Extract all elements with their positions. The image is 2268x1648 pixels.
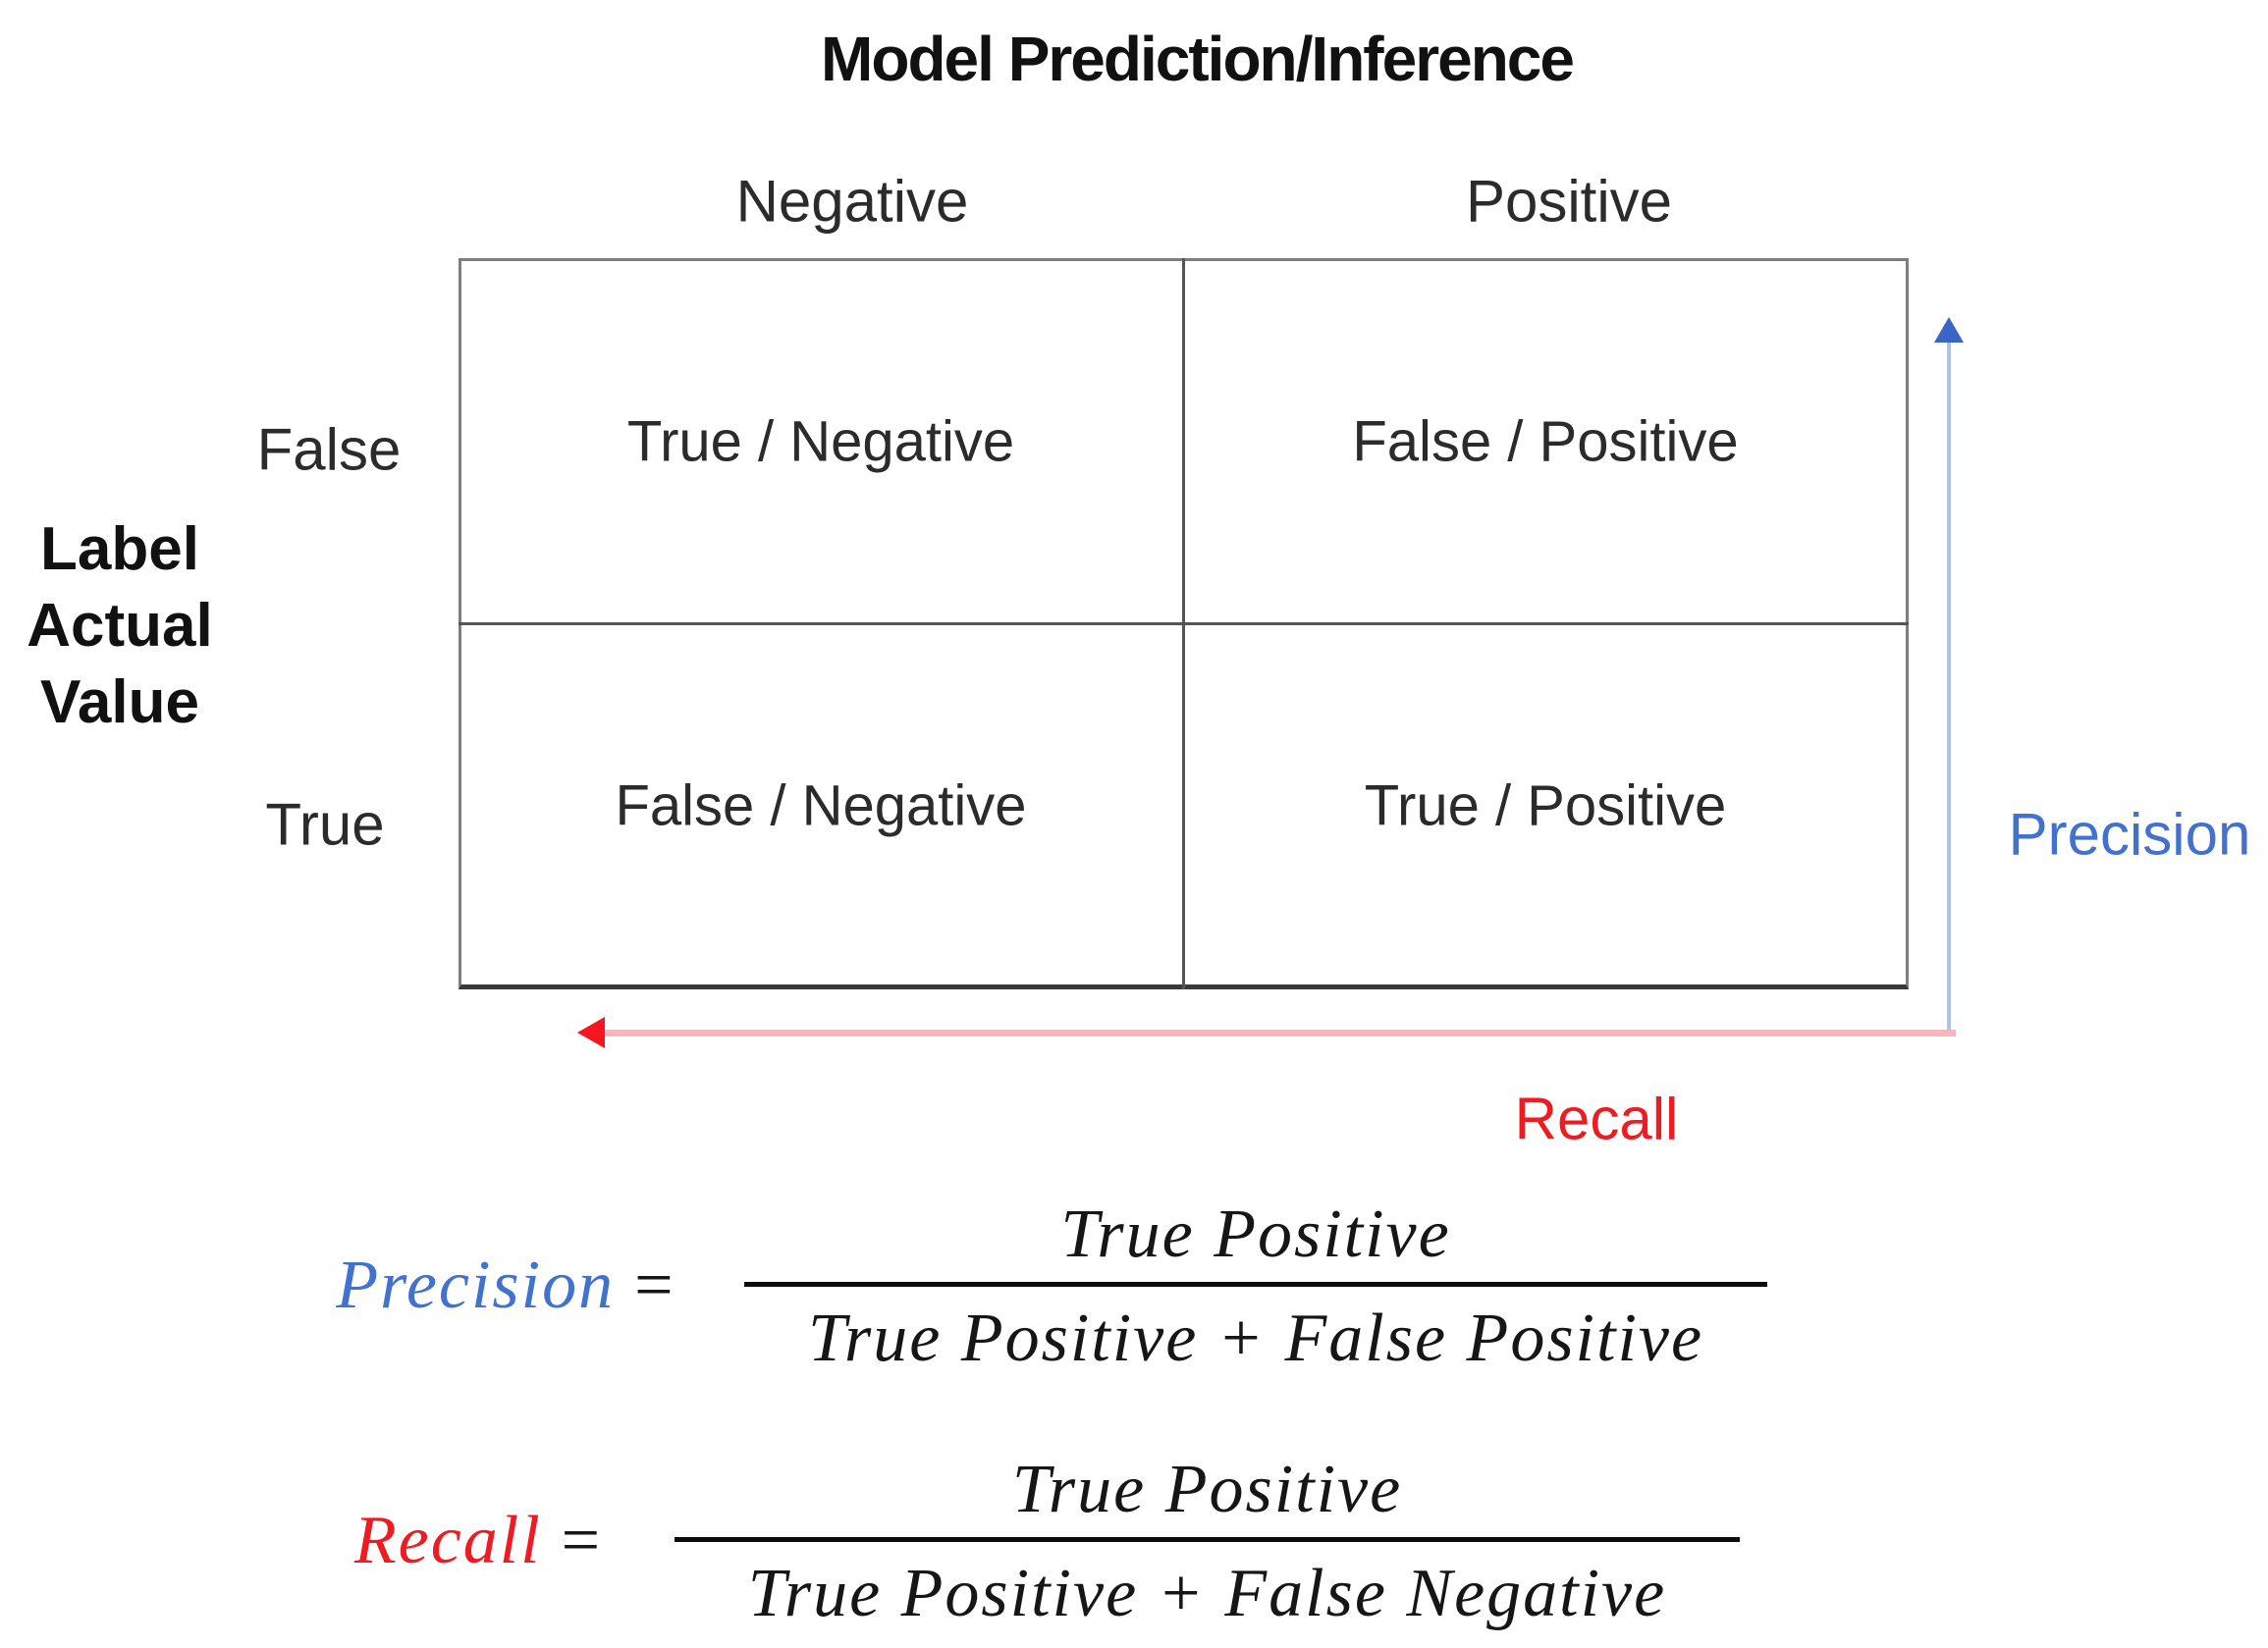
column-header-negative: Negative bbox=[735, 168, 969, 235]
precision-formula-lhs: Precision = bbox=[336, 1247, 675, 1325]
recall-formula-name: Recall bbox=[353, 1503, 542, 1578]
row-header-true: True bbox=[265, 791, 385, 858]
row-axis-title-line-1: Label bbox=[40, 515, 199, 583]
recall-numerator: True Positive bbox=[1011, 1452, 1403, 1527]
cell-false-negative: False / Negative bbox=[615, 773, 1027, 838]
recall-formula-lhs: Recall = bbox=[354, 1502, 602, 1580]
cell-true-negative: True / Negative bbox=[626, 409, 1015, 474]
precision-arrow-label: Precision bbox=[2008, 801, 2251, 868]
recall-arrow-label: Recall bbox=[1514, 1086, 1679, 1152]
column-header-positive: Positive bbox=[1465, 168, 1673, 235]
grid-horizontal-divider bbox=[459, 622, 1909, 625]
cell-true-positive: True / Positive bbox=[1364, 773, 1727, 838]
recall-equals-sign: = bbox=[561, 1503, 603, 1578]
recall-denominator: True Positive + False Negative bbox=[747, 1556, 1667, 1631]
recall-fraction-bar bbox=[675, 1537, 1740, 1542]
row-axis-title: Label Actual Value bbox=[27, 511, 212, 741]
arrowhead-up-icon bbox=[1934, 317, 1964, 343]
row-header-false: False bbox=[256, 416, 402, 483]
precision-equals-sign: = bbox=[634, 1248, 675, 1323]
row-axis-title-line-2: Actual bbox=[27, 592, 213, 660]
precision-fraction-bar bbox=[744, 1282, 1767, 1287]
precision-formula-fraction: True Positive True Positive + False Posi… bbox=[744, 1190, 1767, 1381]
precision-numerator: True Positive bbox=[1060, 1196, 1451, 1272]
recall-axis-line bbox=[603, 1030, 1956, 1037]
precision-formula-name: Precision bbox=[336, 1248, 616, 1323]
row-axis-title-line-3: Value bbox=[39, 668, 199, 736]
precision-denominator: True Positive + False Positive bbox=[807, 1301, 1704, 1376]
page-title: Model Prediction/Inference bbox=[821, 24, 1575, 94]
arrowhead-left-icon bbox=[577, 1017, 605, 1048]
precision-axis-line bbox=[1947, 340, 1951, 1037]
recall-formula-fraction: True Positive True Positive + False Nega… bbox=[675, 1445, 1740, 1636]
cell-false-positive: False / Positive bbox=[1352, 409, 1739, 474]
